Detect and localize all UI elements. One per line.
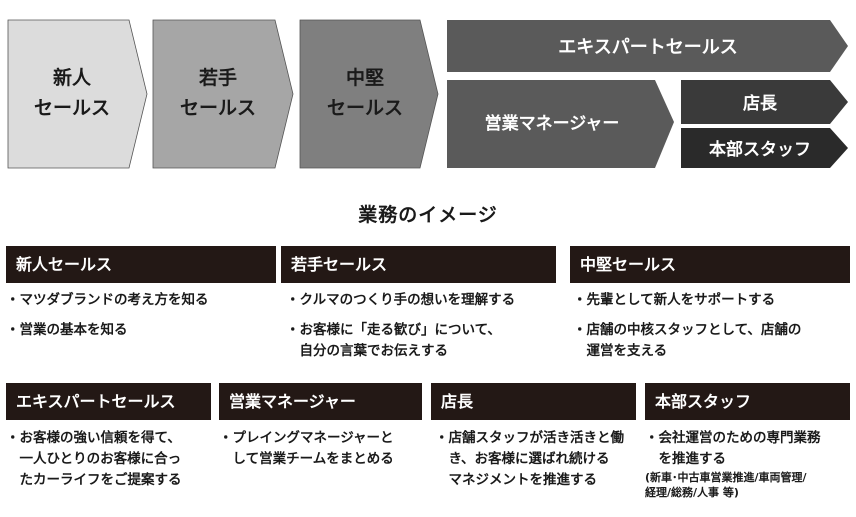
career-branch-expert-label: エキスパートセールス: [558, 37, 737, 58]
role-items-sales-manager: ・プレイングマネージャーと して営業チームをまとめる: [219, 428, 429, 479]
section-title: 業務のイメージ: [358, 204, 498, 226]
career-step-new-sales: [7, 19, 148, 169]
career-step-junior-sales-line2: セールス: [180, 97, 256, 119]
role-items-store-manager: ・店舗スタッフが活き活きと働 き、お客様に選ばれ続ける マネジメントを推進する: [435, 428, 645, 500]
career-step-mid-sales-line2: セールス: [327, 97, 403, 119]
career-step-new-sales-line2: セールス: [34, 97, 110, 119]
career-step-junior-sales-line1: 若手: [199, 66, 237, 89]
role-item: ・お客様に「走る歓び」について、 自分の言葉でお伝えする: [286, 322, 501, 359]
role-item: ・店舗の中核スタッフとして、店舗の 運営を支える: [573, 322, 802, 359]
role-item: ・お客様の強い信頼を得て、 一人ひとりのお客様に合っ たカーライフをご提案する: [6, 430, 182, 488]
career-branch-manager: [447, 80, 674, 168]
career-branch-store-manager: [681, 80, 848, 124]
role-item: ・マツダブランドの考え方を知る: [6, 292, 209, 308]
role-items-junior-sales: ・クルマのつくり手の想いを理解する ・お客様に「走る歓び」について、 自分の言葉…: [286, 290, 556, 371]
role-item: ・店舗スタッフが活き活きと働 き、お客様に選ばれ続ける マネジメントを推進する: [435, 430, 624, 488]
role-header-junior-sales: 若手セールス: [281, 246, 556, 283]
role-header-new-sales: 新人セールス: [6, 246, 276, 283]
role-items-hq-staff: ・会社運営のための専門業務 を推進する (新車･中古車営業推進/車両管理/ 経理…: [645, 428, 853, 509]
role-header-mid-sales: 中堅セールス: [570, 246, 850, 283]
role-item-subtext: (新車･中古車営業推進/車両管理/ 経理/総務/人事 等): [645, 471, 807, 499]
career-step-new-sales-line1: 新人: [53, 66, 92, 89]
role-item: ・プレイングマネージャーと して営業チームをまとめる: [219, 430, 394, 467]
role-item: ・営業の基本を知る: [6, 322, 128, 338]
role-item: ・会社運営のための専門業務 を推進する (新車･中古車営業推進/車両管理/ 経理…: [645, 428, 853, 500]
role-header-expert-sales: エキスパートセールス: [6, 383, 211, 420]
role-header-sales-manager: 営業マネージャー: [219, 383, 422, 420]
role-item-text: ・会社運営のための専門業務 を推進する: [645, 430, 821, 467]
role-header-store-manager: 店長: [431, 383, 636, 420]
role-items-new-sales: ・マツダブランドの考え方を知る ・営業の基本を知る: [6, 290, 274, 350]
career-branch-hq-staff: [681, 128, 848, 168]
role-header-hq-staff: 本部スタッフ: [645, 383, 850, 420]
role-item: ・クルマのつくり手の想いを理解する: [286, 292, 516, 308]
role-items-mid-sales: ・先輩として新人をサポートする ・店舗の中核スタッフとして、店舗の 運営を支える: [573, 290, 851, 371]
career-step-mid-sales: [299, 19, 439, 169]
career-step-junior-sales: [152, 19, 294, 169]
career-branch-hq-staff-label: 本部スタッフ: [709, 139, 811, 160]
role-item: ・先輩として新人をサポートする: [573, 292, 776, 308]
career-branch-manager-label: 営業マネージャー: [485, 113, 620, 134]
career-step-mid-sales-line1: 中堅: [346, 66, 384, 89]
career-path-diagram: 新人 セールス 若手 セールス 中堅 セールス エキスパートセールス 営業マネー…: [7, 19, 848, 169]
career-branch-expert: [447, 20, 848, 72]
role-items-expert-sales: ・お客様の強い信頼を得て、 一人ひとりのお客様に合っ たカーライフをご提案する: [6, 428, 216, 500]
career-branch-store-manager-label: 店長: [743, 93, 778, 114]
